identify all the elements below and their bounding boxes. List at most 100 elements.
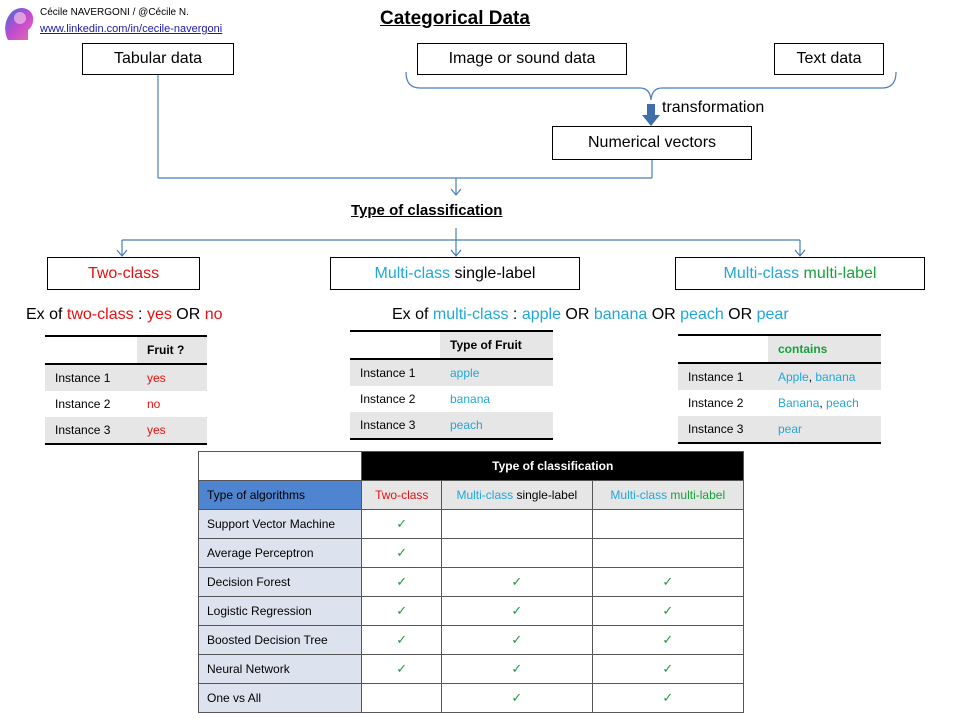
example-or: OR	[171, 306, 205, 323]
row-value: banana	[450, 392, 491, 406]
row-label: Instance 3	[45, 417, 137, 445]
multi-label-label: multi-label	[799, 264, 877, 282]
multi-class-multi-label-box: Multi-class multi-label	[675, 257, 925, 290]
example-sep: :	[508, 306, 522, 323]
transformation-label: transformation	[662, 99, 765, 116]
check-icon: ✓	[361, 509, 443, 539]
tabular-data-box: Tabular data	[82, 43, 234, 75]
two-class-example: Ex of two-class : yes OR no	[26, 306, 223, 324]
algorithm-name: Neural Network	[197, 654, 363, 684]
table-header: Type of Fruit	[440, 330, 553, 360]
check-icon: ✓	[591, 654, 745, 684]
check-icon: ✓	[441, 654, 593, 684]
algorithms-table: Type of classification Type of algorithm…	[197, 451, 745, 713]
row-label: Instance 1	[350, 359, 440, 386]
table-corner	[45, 335, 137, 365]
row-value: peach	[440, 412, 553, 440]
col-label: multi-label	[667, 488, 726, 502]
example-value: banana	[593, 306, 648, 323]
numerical-vectors-box: Numerical vectors	[552, 126, 752, 160]
empty-cell	[441, 509, 593, 539]
table-row: Logistic Regression✓✓✓	[197, 596, 745, 626]
algorithm-name: Decision Forest	[197, 567, 363, 597]
row-label: Instance 2	[55, 397, 111, 411]
check-icon: ✓	[361, 596, 443, 626]
label-sep: ,	[808, 370, 816, 384]
multi-class-label: Multi-class	[723, 264, 800, 282]
multi-class-example: Ex of multi-class : apple OR banana OR p…	[392, 306, 789, 324]
example-sep: :	[133, 306, 147, 323]
check-icon: ✓	[361, 654, 443, 684]
example-or: OR	[723, 306, 757, 323]
check-icon: ✓	[441, 567, 593, 597]
algorithm-name: One vs All	[197, 683, 363, 713]
table-corner	[197, 451, 362, 481]
label-value: Banana	[778, 396, 820, 410]
algorithm-name: Logistic Regression	[197, 596, 363, 626]
col-multi-single: Multi-class single-label	[441, 480, 593, 510]
algorithm-name: Boosted Decision Tree	[197, 625, 363, 655]
row-value: yes	[137, 364, 207, 391]
text-data-box: Text data	[774, 43, 884, 75]
check-icon: ✓	[361, 625, 443, 655]
algorithm-name: Average Perceptron	[197, 538, 363, 568]
table-header: contains	[768, 334, 881, 364]
image-sound-data-box: Image or sound data	[417, 43, 627, 75]
row-label: Instance 3	[678, 416, 768, 444]
check-icon: ✓	[441, 596, 593, 626]
classification-header: Type of classification	[361, 451, 744, 481]
row-label: Instance 3	[350, 412, 440, 440]
table-row: Decision Forest✓✓✓	[197, 567, 745, 597]
example-or: OR	[647, 306, 681, 323]
profile-logo	[5, 8, 34, 40]
branch-left-arrow	[116, 249, 128, 257]
check-icon: ✓	[591, 596, 745, 626]
label-value: peach	[826, 396, 859, 410]
label-sep: ,	[819, 396, 827, 410]
two-class-label: Two-class	[87, 264, 160, 282]
row-value: no	[147, 397, 161, 411]
check-icon: ✓	[441, 625, 593, 655]
row-label: Instance 2	[360, 392, 416, 406]
branch-right-arrow	[794, 249, 806, 257]
example-value: apple	[521, 306, 561, 323]
example-prefix: Ex of	[26, 306, 67, 323]
label-value: pear	[778, 422, 803, 436]
multi-class-single-label-box: Multi-class single-label	[330, 257, 580, 290]
check-icon: ✓	[441, 683, 593, 713]
linkedin-link[interactable]: www.linkedin.com/in/cecile-navergoni	[40, 23, 223, 35]
example-value: no	[204, 306, 223, 323]
col-multi-multi: Multi-class multi-label	[591, 480, 745, 510]
classification-title: Type of classification	[351, 202, 503, 219]
check-icon: ✓	[361, 567, 443, 597]
table-row: One vs All ✓✓	[197, 683, 745, 713]
col-label: Two-class	[375, 488, 429, 502]
page-title: Categorical Data	[380, 8, 530, 29]
table-corner	[350, 330, 440, 360]
check-icon: ✓	[591, 567, 745, 597]
example-or: OR	[560, 306, 594, 323]
example-prefix: Ex of	[392, 306, 433, 323]
algorithm-name: Support Vector Machine	[197, 509, 363, 539]
multi-class-label: Multi-class	[374, 264, 451, 282]
row-label: Instance 1	[678, 363, 768, 390]
table-row: Support Vector Machine✓	[197, 509, 745, 539]
col-label: Multi-class	[456, 488, 514, 502]
empty-cell	[441, 538, 593, 568]
check-icon: ✓	[591, 683, 745, 713]
row-value: yes	[137, 417, 207, 445]
branch-center-arrow	[450, 249, 462, 257]
algorithms-body: Support Vector Machine✓Average Perceptro…	[197, 509, 745, 713]
empty-cell	[591, 538, 745, 568]
table-row: Average Perceptron✓	[197, 538, 745, 568]
check-icon: ✓	[591, 625, 745, 655]
table-header: Fruit ?	[137, 335, 207, 365]
table-row: Neural Network✓✓✓	[197, 654, 745, 684]
single-label-label: single-label	[450, 264, 536, 282]
example-kind: multi-class	[432, 306, 509, 323]
transformation-arrow	[642, 104, 660, 126]
example-kind: two-class	[66, 306, 134, 323]
